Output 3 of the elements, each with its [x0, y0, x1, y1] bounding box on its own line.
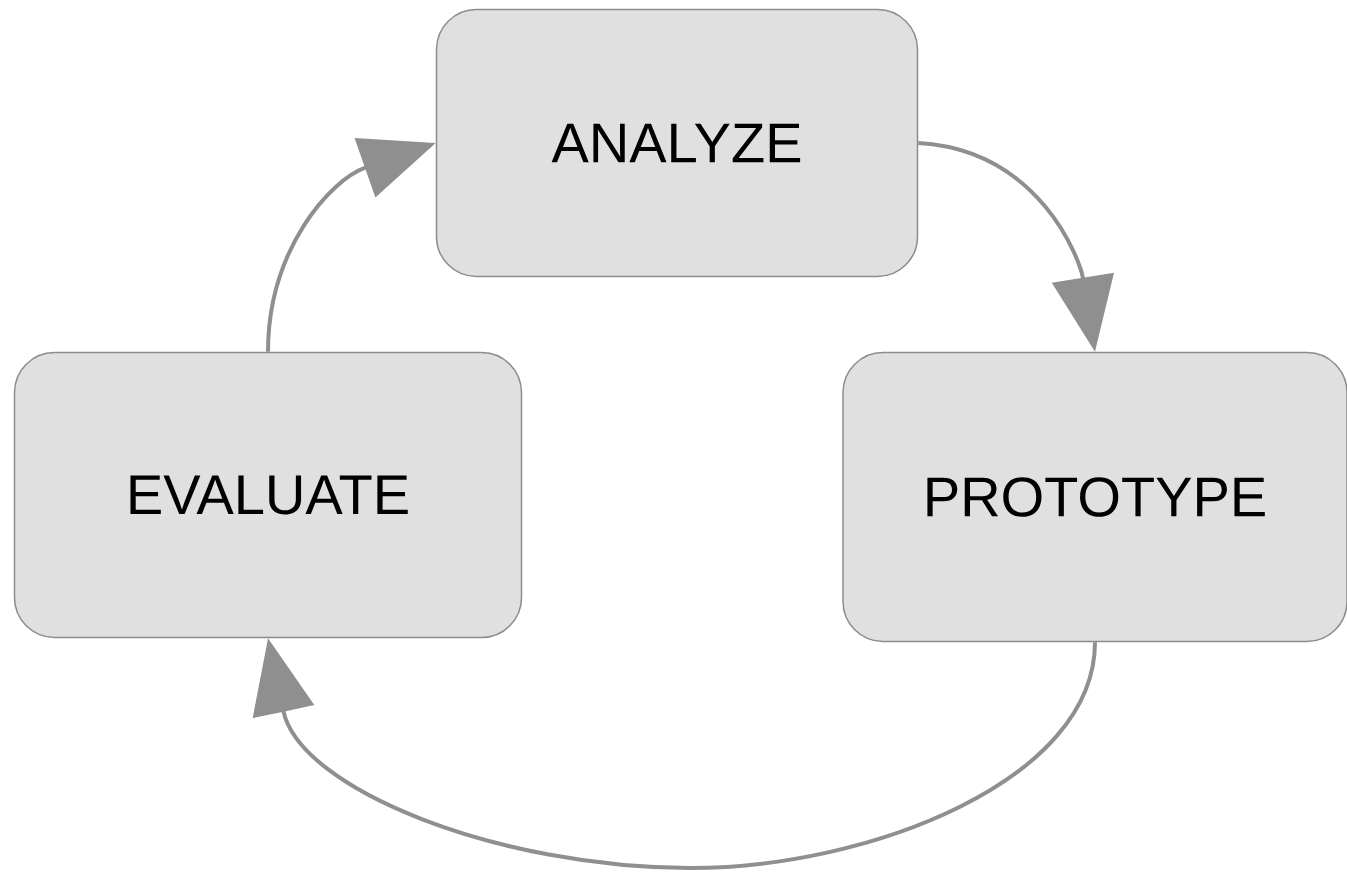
process-box: EVALUATE — [13, 351, 523, 639]
process-box: ANALYZE — [435, 8, 919, 278]
process-box: PROTOTYPE — [842, 351, 1347, 643]
